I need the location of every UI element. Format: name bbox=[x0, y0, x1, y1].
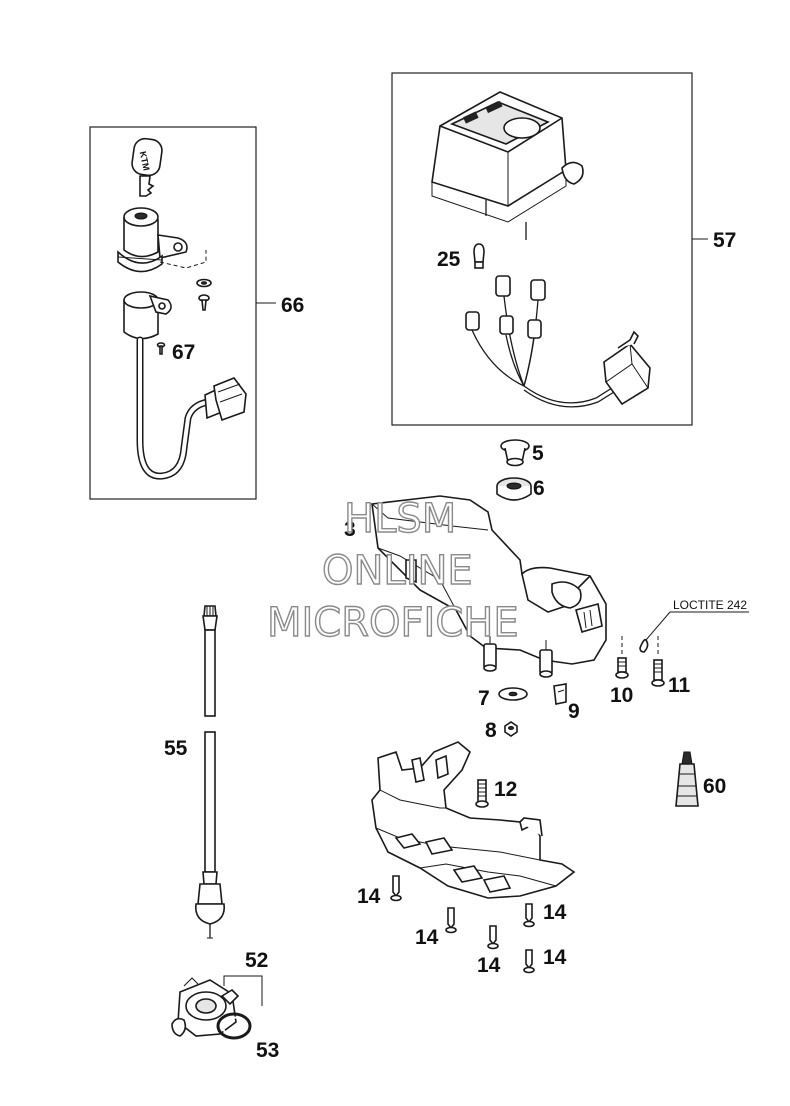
speedo-drive-52-drawing bbox=[171, 977, 240, 1037]
screw-10-drawing bbox=[615, 657, 629, 679]
key-logo: KTM bbox=[138, 150, 152, 171]
rubber-6-drawing bbox=[496, 477, 532, 501]
label-11: 11 bbox=[668, 674, 691, 697]
screw-14c-drawing bbox=[487, 925, 499, 950]
label-14-a: 14 bbox=[357, 885, 381, 908]
label-14-d: 14 bbox=[543, 901, 567, 924]
watermark-line-2: ONLINE bbox=[322, 548, 473, 594]
label-7: 7 bbox=[478, 687, 490, 710]
label-55: 55 bbox=[164, 737, 188, 760]
speedometer-housing-drawing bbox=[431, 91, 584, 240]
lower-bracket-drawing bbox=[371, 741, 576, 899]
label-25: 25 bbox=[437, 248, 461, 271]
label-67: 67 bbox=[172, 341, 195, 364]
label-14-e: 14 bbox=[543, 946, 567, 969]
screw-14d-drawing bbox=[523, 903, 535, 928]
instrument-bracket-3-drawing bbox=[371, 495, 607, 678]
label-3: 3 bbox=[344, 518, 356, 541]
lock-cylinder-drawing bbox=[117, 207, 207, 273]
watermark-line-1: HLSM bbox=[344, 496, 456, 542]
label-8: 8 bbox=[485, 719, 497, 742]
label-14-c: 14 bbox=[477, 954, 501, 977]
ignition-lock-group: KTM bbox=[89, 126, 304, 500]
label-53: 53 bbox=[256, 1039, 279, 1062]
screw-14b-drawing bbox=[445, 907, 457, 934]
circlip-53-drawing bbox=[216, 1012, 252, 1040]
loctite-note: LOCTITE 242 bbox=[673, 598, 747, 612]
label-9: 9 bbox=[568, 700, 580, 723]
clip-9-drawing bbox=[553, 683, 567, 705]
nut-8-drawing bbox=[504, 721, 518, 737]
screw-11-drawing bbox=[651, 659, 665, 687]
screw-14e-drawing bbox=[523, 949, 535, 974]
label-66: 66 bbox=[281, 294, 304, 317]
label-5: 5 bbox=[532, 442, 544, 465]
group-box-57 bbox=[391, 72, 693, 426]
screw-14a-drawing bbox=[390, 875, 402, 902]
label-60: 60 bbox=[703, 775, 726, 798]
washer-7-drawing bbox=[498, 687, 528, 701]
label-14-b: 14 bbox=[415, 926, 439, 949]
grommet-5-drawing bbox=[500, 439, 530, 467]
screw-12-drawing bbox=[475, 779, 489, 808]
watermark-line-3: MICROFICHE bbox=[267, 600, 519, 646]
watermark: HLSM ONLINE MICROFICHE bbox=[266, 495, 519, 646]
bulb-25-drawing bbox=[473, 243, 485, 269]
label-6: 6 bbox=[533, 477, 545, 500]
label-52: 52 bbox=[245, 949, 268, 972]
washer-and-screw-drawing bbox=[196, 278, 212, 311]
instrument-harness-drawing bbox=[465, 275, 651, 408]
label-10: 10 bbox=[610, 684, 633, 707]
speedometer-group: 57 25 bbox=[391, 72, 736, 426]
label-57: 57 bbox=[713, 229, 736, 252]
ignition-key-drawing: KTM bbox=[131, 137, 163, 197]
label-12: 12 bbox=[494, 778, 517, 801]
ignition-switch-drawing bbox=[123, 291, 247, 480]
group-box-66 bbox=[89, 126, 257, 500]
loctite-tube-60-drawing bbox=[675, 751, 699, 807]
screw-67-drawing bbox=[156, 342, 166, 355]
speedometer-cable-55-drawing bbox=[194, 605, 226, 939]
